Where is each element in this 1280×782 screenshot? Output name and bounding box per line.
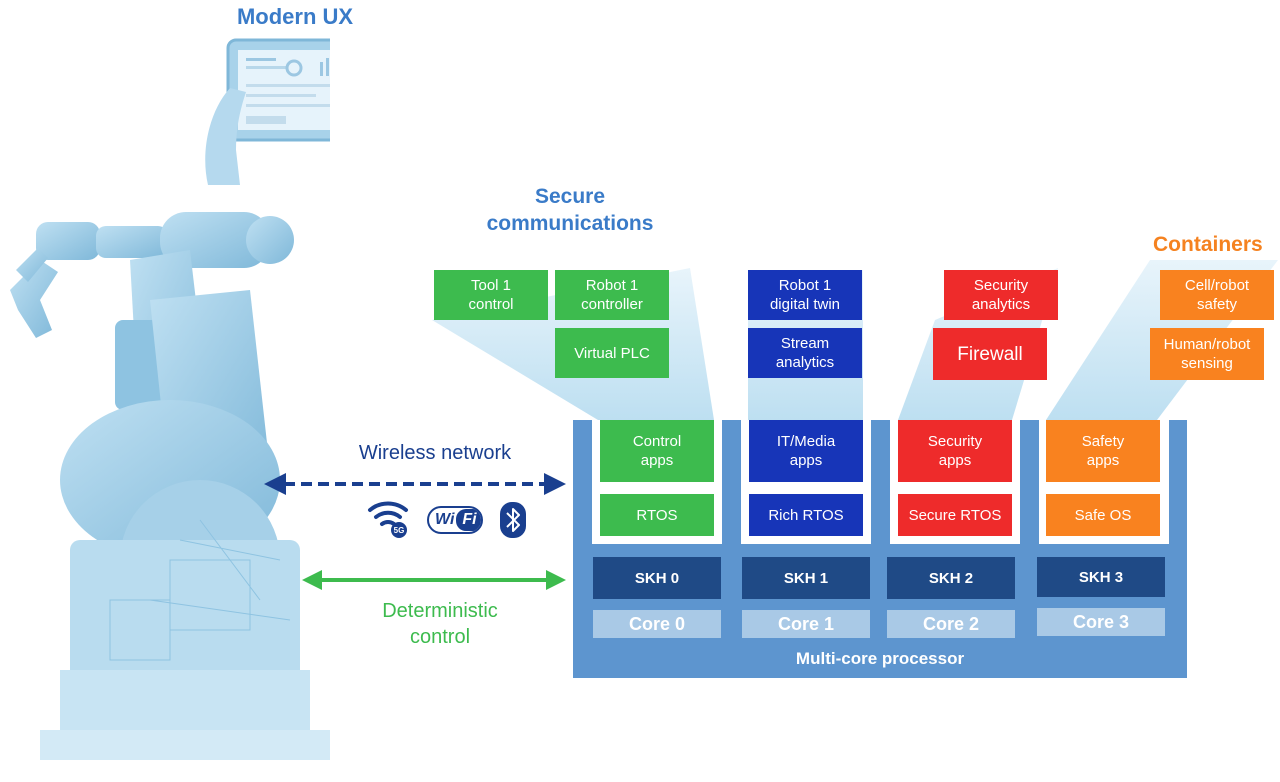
skh-2-box: SKH 2 <box>887 557 1015 599</box>
col2-apps-line2: apps <box>938 452 972 469</box>
stream-line2: analytics <box>775 354 835 371</box>
wifi-logo-fi: Fi <box>456 509 481 531</box>
sec-analytics-line2: analytics <box>971 296 1031 313</box>
secure-rtos-box: Secure RTOS <box>898 494 1012 536</box>
robot1-controller-box: Robot 1 controller <box>555 270 669 320</box>
skh-1-box: SKH 1 <box>742 557 870 599</box>
twin-line1: Robot 1 <box>778 277 832 294</box>
firewall-box: Firewall <box>933 328 1047 380</box>
core-1-box: Core 1 <box>742 610 870 638</box>
col0-apps-line1: Control <box>632 433 682 450</box>
deterministic-line2: control <box>409 626 471 648</box>
virtual-plc-box: Virtual PLC <box>555 328 669 378</box>
safety-apps-box: Safety apps <box>1046 420 1160 482</box>
core-0-box: Core 0 <box>593 610 721 638</box>
col2-apps-line1: Security <box>927 433 983 450</box>
col1-apps-line1: IT/Media <box>776 433 836 450</box>
cell-robot-safety-box: Cell/robot safety <box>1160 270 1274 320</box>
col3-apps-line2: apps <box>1086 452 1120 469</box>
tablet-icon <box>205 38 330 185</box>
stream-line1: Stream <box>780 335 830 352</box>
skh-0-box: SKH 0 <box>593 557 721 599</box>
deterministic-line1: Deterministic <box>382 600 498 622</box>
deterministic-arrow <box>302 570 566 590</box>
containers-title: Containers <box>1153 233 1263 256</box>
wifi-logo-icon: Wi Fi <box>427 506 483 534</box>
wireless-network-label: Wireless network <box>358 441 512 464</box>
bluetooth-icon <box>500 502 526 538</box>
col0-apps-line2: apps <box>640 452 674 469</box>
security-analytics-box: Security analytics <box>944 270 1058 320</box>
secure-communications-title: Secure communications <box>470 183 670 237</box>
sec-analytics-line1: Security <box>973 277 1029 294</box>
skh-3-box: SKH 3 <box>1037 557 1165 597</box>
col3-apps-line1: Safety <box>1081 433 1125 450</box>
human-sensing-line2: sensing <box>1181 355 1233 372</box>
rtos-box: RTOS <box>600 494 714 536</box>
cell-safety-line1: Cell/robot <box>1184 277 1250 294</box>
secure-title-line1: Secure <box>534 185 606 208</box>
safe-os-box: Safe OS <box>1046 494 1160 536</box>
5g-label: 5G <box>393 525 405 535</box>
rich-rtos-box: Rich RTOS <box>749 494 863 536</box>
tool1-line1: Tool 1 <box>470 277 512 294</box>
multi-core-processor-label: Multi-core processor <box>795 649 965 668</box>
robot-arm-icon <box>10 212 330 760</box>
stream-analytics-box: Stream analytics <box>748 328 862 378</box>
cell-safety-line2: safety <box>1196 296 1238 313</box>
robot1-ctrl-line2: controller <box>581 296 643 313</box>
core-3-box: Core 3 <box>1037 608 1165 636</box>
robot-illustration <box>10 38 330 760</box>
modern-ux-title: Modern UX <box>236 4 354 29</box>
human-robot-sensing-box: Human/robot sensing <box>1150 328 1264 380</box>
tool1-line2: control <box>468 296 514 313</box>
twin-line2: digital twin <box>769 296 841 313</box>
it-media-apps-box: IT/Media apps <box>749 420 863 482</box>
col1-apps-line2: apps <box>789 452 823 469</box>
5g-wifi-icon <box>368 501 408 538</box>
human-sensing-line1: Human/robot <box>1163 336 1251 353</box>
wifi-logo-wi: Wi <box>435 511 455 528</box>
control-apps-box: Control apps <box>600 420 714 482</box>
robot1-ctrl-line1: Robot 1 <box>585 277 639 294</box>
secure-title-line2: communications <box>486 212 654 235</box>
tool1-control-box: Tool 1 control <box>434 270 548 320</box>
security-apps-box: Security apps <box>898 420 1012 482</box>
deterministic-control-label: Deterministic control <box>340 598 540 650</box>
robot1-digital-twin-box: Robot 1 digital twin <box>748 270 862 320</box>
wireless-arrow <box>264 473 566 495</box>
core-2-box: Core 2 <box>887 610 1015 638</box>
